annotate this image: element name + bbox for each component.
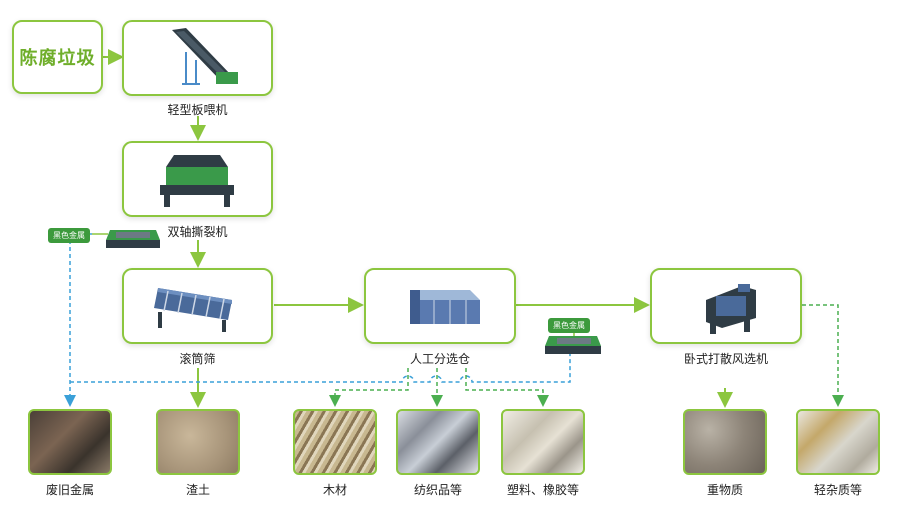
magnet-separator-left-icon xyxy=(106,230,160,248)
output-photo-light xyxy=(796,409,880,475)
output-label-metal: 废旧金属 xyxy=(45,483,94,497)
output-label-heavy: 重物质 xyxy=(706,483,743,497)
output-photo-wood xyxy=(293,409,377,475)
dashed-light-line xyxy=(802,304,844,407)
output-photo-textile xyxy=(396,409,480,475)
magnet-badge-left: 黑色金属 xyxy=(48,228,90,243)
air-separator-icon xyxy=(706,284,756,334)
feeder-box xyxy=(122,20,273,96)
output-label-plastic: 塑料、橡胶等 xyxy=(506,483,579,497)
source-box: 陈腐垃圾 xyxy=(12,20,103,94)
dashed-plastic-line xyxy=(465,368,549,407)
shredder-machine-icon xyxy=(160,155,234,207)
trommel-box xyxy=(122,268,273,344)
dashed-collect-line xyxy=(70,343,571,383)
shredder-label: 双轴撕裂机 xyxy=(167,225,228,239)
shredder-box xyxy=(122,141,273,217)
manual-sorting-icon xyxy=(410,290,480,324)
output-label-textile: 纺织品等 xyxy=(413,483,462,497)
dashed-wood-line xyxy=(329,368,409,407)
manual-box xyxy=(364,268,516,344)
output-photo-soil xyxy=(156,409,240,475)
dashed-metal-line xyxy=(64,233,92,407)
magnet-badge-right: 黑色金属 xyxy=(548,318,590,333)
output-label-light: 轻杂质等 xyxy=(813,483,862,497)
source-label: 陈腐垃圾 xyxy=(19,48,96,69)
trommel-machine-icon xyxy=(154,288,232,332)
output-photo-plastic xyxy=(501,409,585,475)
output-label-soil: 渣土 xyxy=(185,483,210,497)
air-box xyxy=(650,268,802,344)
air-label: 卧式打散风选机 xyxy=(683,352,768,366)
output-photo-heavy xyxy=(683,409,767,475)
manual-label: 人工分选仓 xyxy=(409,352,470,366)
feeder-machine-icon xyxy=(172,28,238,85)
output-photo-metal xyxy=(28,409,112,475)
output-label-wood: 木材 xyxy=(322,483,347,497)
magnet-separator-right-icon xyxy=(545,336,601,354)
trommel-label: 滚筒筛 xyxy=(179,352,216,366)
feeder-label: 轻型板喂机 xyxy=(167,103,228,117)
